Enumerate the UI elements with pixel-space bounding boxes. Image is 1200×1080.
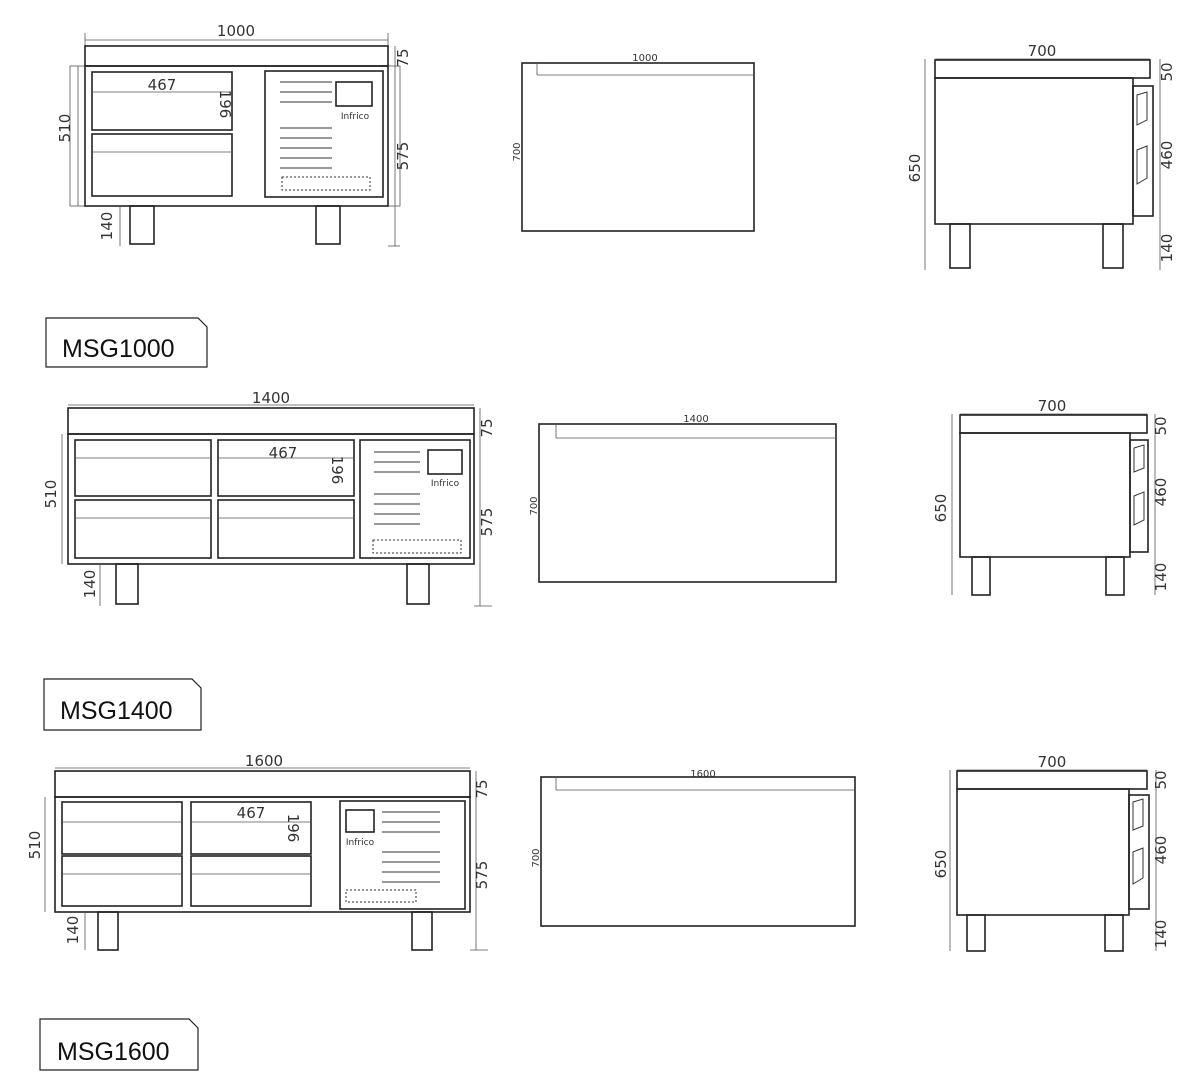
msg1600-top-width-label: 1600 — [690, 769, 715, 780]
msg1000-side-leg-height-label: 140 — [1158, 234, 1176, 263]
msg1600-brand-logo: Infrico — [346, 838, 375, 848]
msg1600-front-width-label: 1600 — [245, 752, 283, 770]
msg1400-side-depth-label: 700 — [1038, 397, 1067, 415]
msg1000-drawer-width-label: 467 — [148, 76, 177, 94]
msg1400-total-height-label: 510 — [42, 480, 60, 509]
msg1600-side-depth-label: 700 — [1038, 753, 1067, 771]
msg1400-leg-height-label: 140 — [81, 570, 99, 599]
msg1400-top-depth-label: 700 — [529, 496, 540, 515]
msg1600-side-view: 700 650 50 460 140 — [932, 753, 1170, 952]
msg1600-drawer-height-label: 196 — [284, 814, 302, 843]
msg1000-side-total-height-label: 650 — [906, 154, 924, 183]
msg1000-top-width-label: 1000 — [632, 53, 657, 64]
msg1600-drawer-width-label: 467 — [237, 804, 266, 822]
msg1000-side-top-height-label: 50 — [1158, 62, 1176, 81]
msg1400-side-view: 700 650 50 460 140 — [932, 397, 1170, 596]
msg1600-model-label: MSG1600 — [39, 1018, 199, 1071]
msg1400-top-view: 1400 700 — [529, 414, 837, 583]
msg1400-body-height-label: 575 — [478, 508, 496, 537]
msg1000-side-view: 700 650 50 460 140 — [906, 42, 1176, 270]
msg1000-side-drawer-height-label: 460 — [1158, 141, 1176, 170]
msg1400-front-width-label: 1400 — [252, 389, 290, 407]
msg1400-drawer-height-label: 196 — [328, 456, 346, 485]
msg1400-top-height-label: 75 — [478, 418, 496, 437]
msg1600-side-total-height-label: 650 — [932, 850, 950, 879]
msg1600-front-view: 1600 467 196 Infrico 510 140 75 575 — [26, 752, 491, 951]
msg1400-side-leg-height-label: 140 — [1152, 563, 1170, 592]
msg1600-model-name: MSG1600 — [57, 1038, 170, 1066]
msg1400-side-total-height-label: 650 — [932, 494, 950, 523]
msg1000-model-label: MSG1000 — [45, 317, 208, 368]
msg1400-side-drawer-height-label: 460 — [1152, 478, 1170, 507]
msg1400-top-width-label: 1400 — [683, 414, 708, 425]
msg1400-drawer-width-label: 467 — [269, 444, 298, 462]
msg1000-brand-logo: Infrico — [341, 112, 370, 122]
msg1000-top-depth-label: 700 — [512, 142, 523, 161]
msg1000-side-depth-label: 700 — [1028, 42, 1057, 60]
msg1000-body-height-label: 575 — [394, 142, 412, 171]
msg1000-front-width-label: 1000 — [217, 22, 255, 40]
msg1600-side-drawer-height-label: 460 — [1152, 836, 1170, 865]
msg1600-side-leg-height-label: 140 — [1152, 920, 1170, 949]
msg1600-leg-height-label: 140 — [64, 916, 82, 945]
msg1600-top-depth-label: 700 — [531, 848, 542, 867]
msg1600-top-height-label: 75 — [473, 779, 491, 798]
msg1000-top-height-label: 75 — [394, 48, 412, 67]
msg1400-side-top-height-label: 50 — [1152, 416, 1170, 435]
msg1600-total-height-label: 510 — [26, 831, 44, 860]
msg1400-model-label: MSG1400 — [43, 678, 202, 731]
msg1600-top-view: 1600 700 — [531, 769, 856, 927]
msg1000-front-view: 1000 467 196 Infrico 510 140 — [56, 22, 412, 247]
msg1600-side-top-height-label: 50 — [1152, 770, 1170, 789]
msg1400-model-name: MSG1400 — [60, 697, 173, 725]
msg1000-leg-height-label: 140 — [98, 212, 116, 241]
msg1600-body-height-label: 575 — [473, 861, 491, 890]
msg1400-brand-logo: Infrico — [431, 479, 460, 489]
msg1400-front-view: 1400 467 196 Infrico 510 140 75 575 — [42, 389, 496, 607]
msg1000-model-name: MSG1000 — [62, 335, 175, 363]
msg1000-drawer-height-label: 196 — [216, 90, 234, 119]
msg1000-total-height-label: 510 — [56, 114, 74, 143]
msg1000-top-view: 1000 700 — [512, 53, 755, 232]
